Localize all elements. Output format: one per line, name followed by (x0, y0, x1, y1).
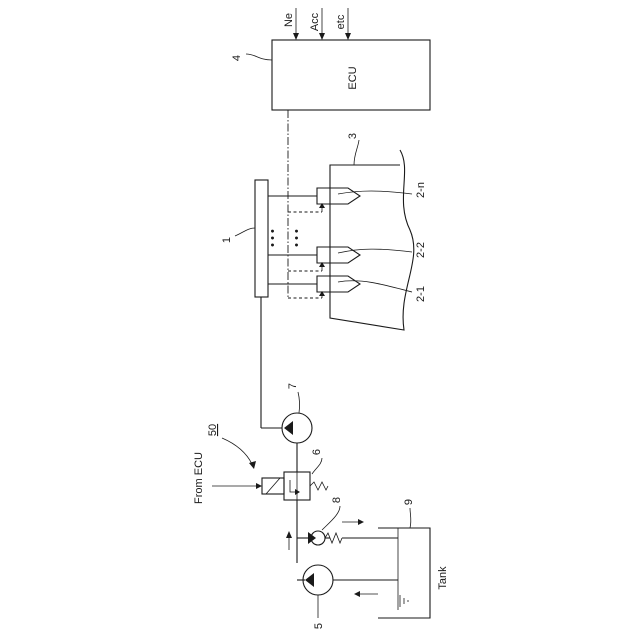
system-ref-arrow (249, 461, 256, 469)
system-ref: 50 (207, 424, 219, 436)
tank-label: Tank (437, 566, 449, 590)
ecu-input-arrow-etc (345, 33, 351, 40)
from-ecu-label: From ECU (193, 452, 205, 504)
ecu-input-acc: Acc (309, 12, 321, 31)
injector-body-2n (317, 188, 360, 204)
valve6-solenoid-slash (266, 478, 280, 494)
ecu-inputs: Ne Acc etc (283, 8, 351, 40)
control-valve: 6 From ECU (193, 449, 328, 504)
ecu-ref-leader (246, 54, 272, 60)
supply-lines (261, 297, 330, 580)
injector-ref-22: 2-2 (415, 242, 427, 258)
ecu-block: ECU 4 (231, 40, 430, 110)
supply-flow (286, 531, 292, 550)
injector-ref-2n: 2-n (415, 182, 427, 198)
system-label: 50 (207, 424, 256, 469)
from-ecu-arrow (256, 483, 262, 489)
pump7-ref-leader (298, 392, 300, 413)
supply-flow-arrow (286, 531, 292, 538)
pump7-direction-icon (284, 421, 293, 435)
tank-level-icon (400, 595, 408, 607)
injector-21: 2-1 (317, 276, 427, 302)
tank-ref: 9 (403, 499, 415, 505)
ecu-input-arrow-ne (293, 33, 299, 40)
injector-22: 2-2 (317, 242, 427, 271)
common-rail-ref-leader (235, 228, 255, 236)
common-rail-ref: 1 (221, 237, 233, 243)
injector-body-22 (317, 247, 360, 263)
injector-ref-leader-2n (338, 191, 412, 194)
injector-2n: 2-n (317, 182, 427, 212)
injector-ref-leader-22 (338, 249, 412, 253)
injector-ref-leader-21 (338, 281, 412, 292)
valve6-flow-symbol (290, 480, 295, 492)
tank-block: 9 Tank (378, 499, 449, 618)
feed-pump: 5 (303, 565, 398, 629)
ecu-input-ne: Ne (283, 13, 295, 27)
engine-ref: 3 (347, 133, 359, 139)
ecu-input-arrow-acc (319, 33, 325, 40)
relief-valve: 8 (308, 497, 398, 545)
ecu-label: ECU (347, 66, 359, 89)
rail-ellipsis: • • • (267, 229, 279, 247)
injector-ref-21: 2-1 (415, 286, 427, 302)
valve6-flow-arrow (295, 489, 300, 495)
valve6-ref-leader (312, 458, 322, 474)
relief-valve-ref-leader (322, 506, 340, 530)
engine-block: 3 (330, 133, 414, 330)
valve6-ref: 6 (311, 449, 323, 455)
suction-flow-arrow (354, 591, 360, 597)
high-pressure-pump: 7 (282, 383, 312, 443)
pump5-ref: 5 (313, 623, 325, 629)
system-ref-leader (222, 438, 252, 464)
relief-valve-ref: 8 (331, 497, 343, 503)
tank-ref-leader (410, 508, 411, 528)
valve6-spring-icon (310, 482, 328, 490)
return-flow-arrow (358, 519, 364, 525)
injector-body-21 (317, 276, 360, 292)
engine-outline (330, 150, 414, 330)
ecu-ref: 4 (231, 55, 243, 61)
engine-ref-leader (354, 140, 359, 165)
ecu-input-etc: etc (335, 14, 347, 29)
pump7-ref: 7 (287, 383, 299, 389)
pump5-direction-icon (305, 573, 314, 587)
tank-outline (378, 528, 430, 618)
common-rail-block: 1 • • • (221, 180, 279, 297)
return-ellipsis: • • • (291, 229, 303, 247)
